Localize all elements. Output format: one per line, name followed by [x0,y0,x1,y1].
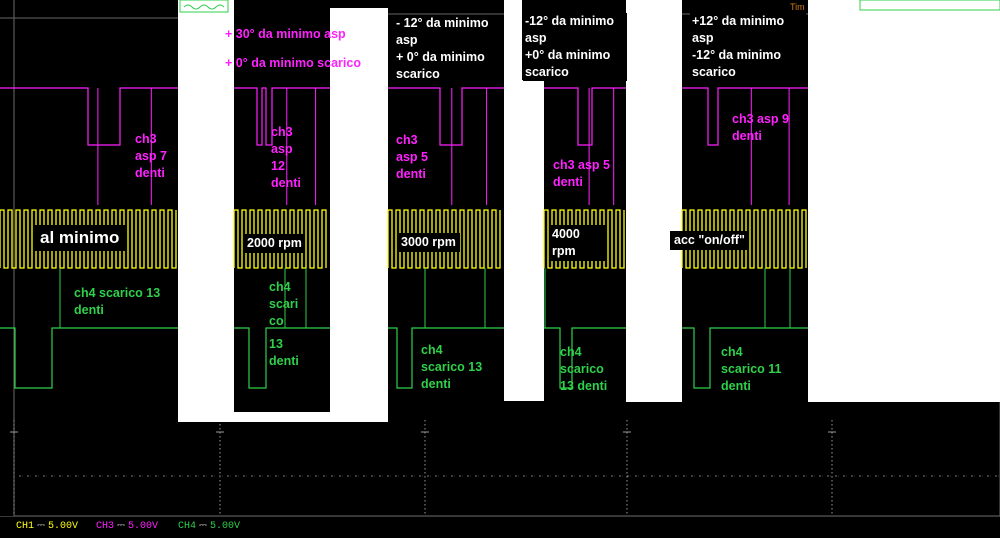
ch4-waveform [544,327,626,389]
white-panel-e [504,80,544,401]
ch1-name: CH1 [16,521,35,532]
rpm-label-acc: acc "on/off" [670,231,749,250]
white-panel-a [178,0,220,420]
timing-label-4000: -12° da minimo asp +0° da minimo scarico [523,13,627,81]
ch4-label-2000: ch4 scari co 13 denti [269,280,299,368]
ch4-name: CH4 [178,521,197,532]
zoom-indicator [179,0,229,13]
ch3-waveform [682,87,808,146]
ch1-volts: 5.00V [48,521,79,532]
ch3-setting[interactable]: CH3⎓5.00V [96,521,158,533]
white-panel-g [626,0,682,402]
white-panel-d [220,0,234,420]
rpm-label-4000: 4000 rpm [549,225,606,261]
ch3-label-4000: ch3 asp 5 denti [553,158,610,189]
dc-coupling-icon: ⎓ [199,521,207,532]
ch3-waveform [234,87,330,146]
rpm-label-minimo: al minimo [34,225,128,251]
ch4-waveform [682,327,808,389]
ch3-waveform [0,87,178,146]
ch1-waveform [233,209,327,269]
ch4-waveform [0,327,178,389]
ch3-waveform [544,87,626,146]
timing-label-2000: + 30° da minimo asp + 0° da minimo scari… [225,27,361,70]
channel-status-bar: CH1⎓5.00V CH3⎓5.00V CH4⎓5.00V [0,516,1000,538]
ch3-volts: 5.00V [128,521,159,532]
top-right-indicator [859,0,1000,11]
timing-label-acc: +12° da minimo asp -12° da minimo scaric… [690,13,806,81]
dc-coupling-icon: ⎓ [117,521,125,532]
white-panel-h [808,0,1000,402]
white-panel-c [330,8,388,420]
ch4-label-3000: ch4 scarico 13 denti [421,343,483,391]
rpm-label-2000: 2000 rpm [244,234,305,253]
white-panel-f [504,0,522,80]
timebase-label: Tim [790,2,805,12]
ch1-setting[interactable]: CH1⎓5.00V [16,521,78,533]
ch4-waveform [388,327,504,389]
ch3-label-3000: ch3 asp 5 denti [396,133,428,181]
ch3-name: CH3 [96,521,115,532]
top-edge-trace [0,0,1000,19]
ch3-label-acc: ch3 asp 9 denti [732,112,789,143]
white-separators [178,0,1000,422]
ch4-label-acc: ch4 scarico 11 denti [721,345,782,393]
top-trace-line [0,13,808,19]
ch4-label-4000: ch4 scarico 13 denti [560,345,608,393]
ch3-label-2000: ch3 asp 12 denti [271,125,301,190]
ch4-volts: 5.00V [210,521,241,532]
ch4-label-minimo: ch4 scarico 13 denti [74,286,161,317]
rpm-label-3000: 3000 rpm [397,233,460,252]
dc-coupling-icon: ⎓ [37,521,45,532]
ch3-waveform [388,87,504,146]
timing-label-3000: - 12° da minimo asp + 0° da minimo scari… [394,15,498,83]
zoom-waveform [183,4,225,10]
ch4-setting[interactable]: CH4⎓5.00V [178,521,240,533]
ch4-waveform [234,327,330,389]
ch3-label-minimo: ch3 asp 7 denti [135,132,167,180]
waveform-traces [0,87,808,389]
